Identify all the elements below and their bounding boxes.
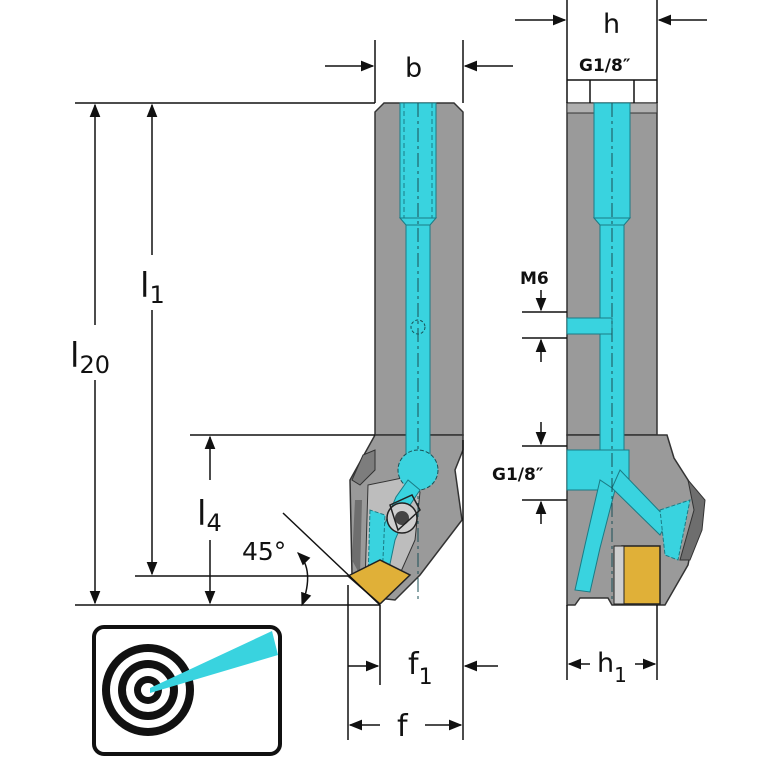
label-h1: h1 bbox=[597, 648, 627, 687]
dimension-lines bbox=[75, 0, 707, 740]
label-f1: f1 bbox=[408, 647, 433, 690]
label-f: f bbox=[397, 709, 409, 744]
label-m6: M6 bbox=[520, 269, 549, 289]
label-g-side: G1/8″ bbox=[492, 465, 544, 485]
label-b: b bbox=[405, 53, 422, 84]
label-angle: 45° bbox=[242, 537, 286, 566]
side-view bbox=[566, 102, 706, 606]
label-g-top: G1/8″ bbox=[579, 56, 631, 76]
side-insert bbox=[621, 545, 661, 605]
target-coolant-icon bbox=[92, 625, 282, 756]
label-l1: l1 bbox=[140, 266, 165, 309]
front-view bbox=[346, 102, 464, 606]
dimension-labels: b h G1/8″ l20 l1 l4 45° M6 G1/8″ f1 f h1 bbox=[70, 9, 631, 744]
label-l4: l4 bbox=[197, 494, 222, 537]
label-l20: l20 bbox=[70, 336, 110, 379]
label-h: h bbox=[603, 9, 620, 40]
